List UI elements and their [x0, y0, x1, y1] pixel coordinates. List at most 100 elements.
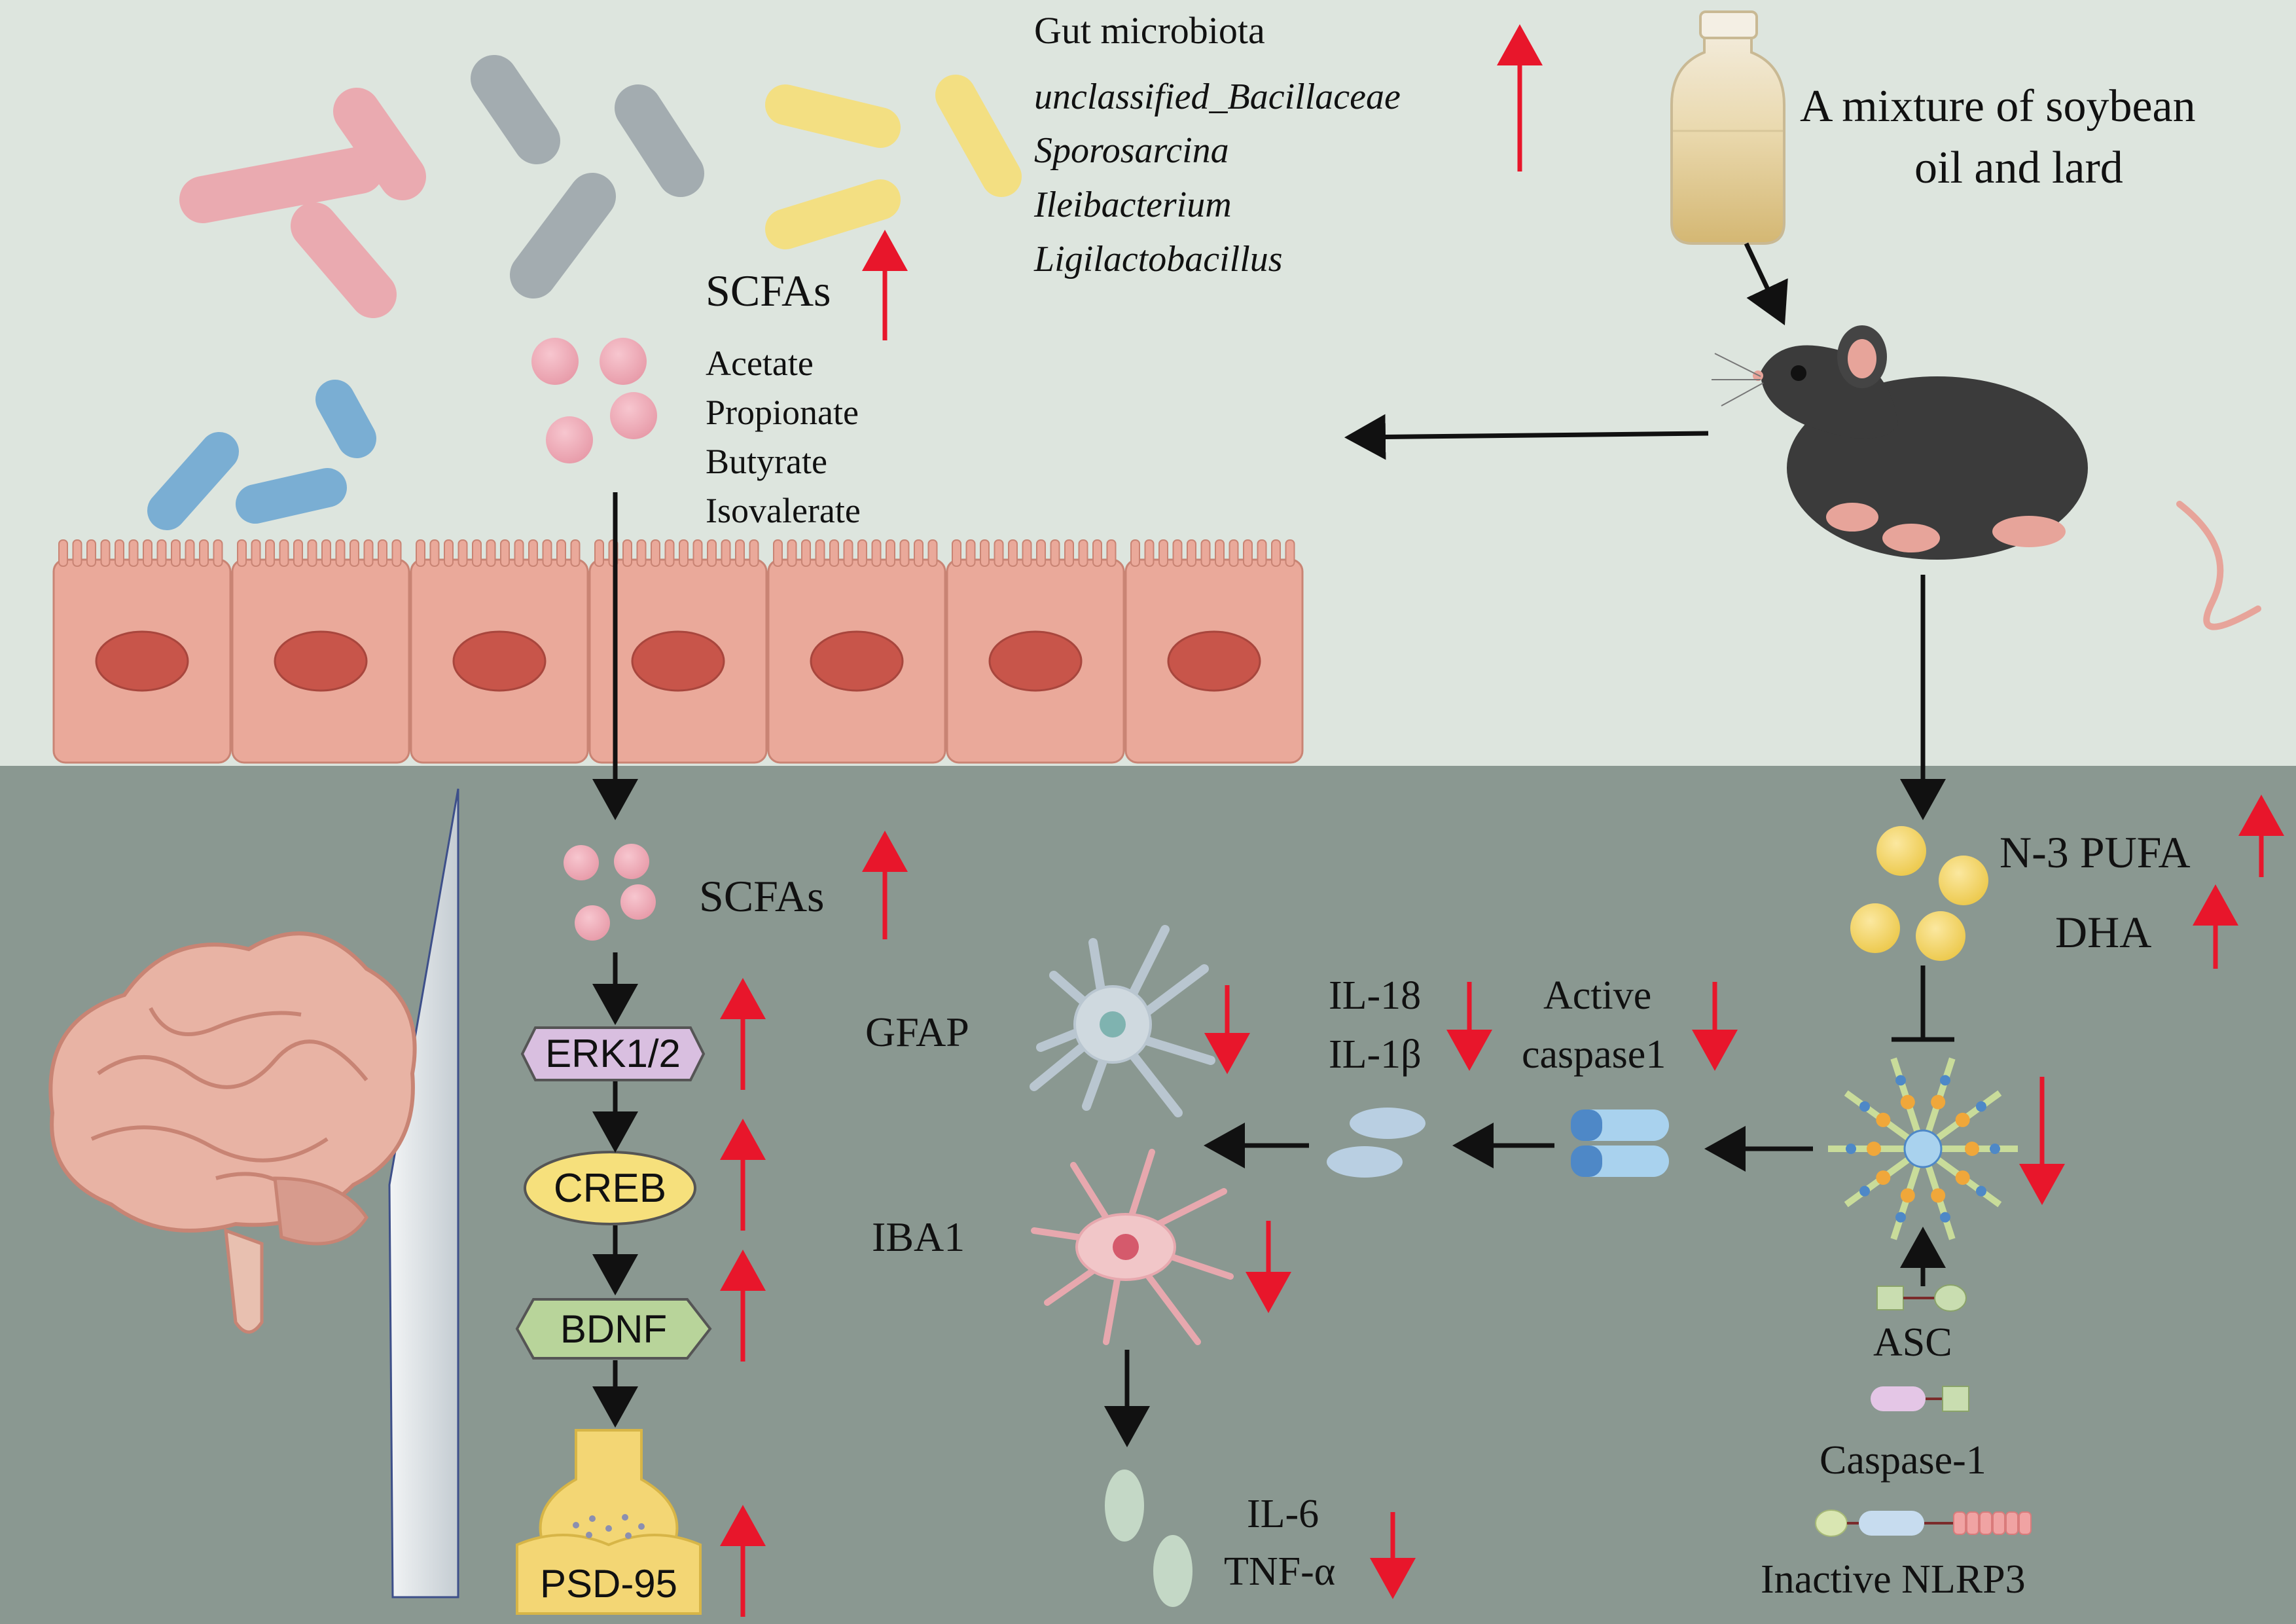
- microvillus: [664, 539, 675, 567]
- microvillus: [1285, 539, 1295, 567]
- asc-label: ASC: [1873, 1320, 1952, 1365]
- microvillus: [707, 539, 717, 567]
- microvillus: [952, 539, 961, 567]
- scfa-brain-label: SCFAs: [699, 871, 825, 921]
- microvillus: [1257, 539, 1267, 567]
- microvillus: [899, 539, 910, 567]
- il1b-particle: [1327, 1146, 1403, 1178]
- microvillus: [416, 539, 425, 567]
- arrow-oil-to-mouse: [1744, 242, 1788, 325]
- diet-label-line2: oil and lard: [1914, 143, 2123, 193]
- microvillus: [472, 539, 482, 567]
- nlrp3-inflammasome-icon: [1828, 1057, 2018, 1240]
- microvillus: [143, 539, 152, 567]
- inflammasome-dot: [1990, 1144, 2000, 1154]
- caspase1-component-icon: [1871, 1386, 1969, 1412]
- microvillus: [679, 539, 689, 567]
- microvillus: [199, 539, 209, 567]
- cell-nucleus: [631, 630, 725, 692]
- microvillus: [1172, 539, 1183, 567]
- microvillus: [528, 539, 538, 567]
- cell-nucleus: [810, 630, 904, 692]
- dha-label: DHA: [2055, 907, 2152, 957]
- microvillus: [622, 539, 632, 567]
- inflammasome-dot: [1859, 1101, 1871, 1112]
- microvillus: [265, 539, 275, 567]
- inflammasome-dot: [1846, 1144, 1856, 1154]
- cell-nucleus: [95, 630, 189, 692]
- scfa-item: Acetate: [706, 344, 814, 383]
- inflammasome-dot: [1859, 1185, 1871, 1197]
- cell-nucleus: [452, 630, 547, 692]
- microvillus: [1050, 539, 1060, 567]
- microvillus: [1064, 539, 1074, 567]
- inflammasome-dot: [1900, 1094, 1915, 1110]
- il18-particle: [1350, 1108, 1426, 1139]
- microvillus: [914, 539, 924, 567]
- il18-label: IL-18: [1329, 973, 1422, 1018]
- microvillus: [279, 539, 289, 567]
- microvillus: [156, 539, 167, 567]
- microvillus: [86, 539, 96, 567]
- microvillus: [444, 539, 454, 567]
- synapse-icon: [516, 1429, 702, 1615]
- microvillus: [1271, 539, 1281, 567]
- inflammasome-dot: [1931, 1188, 1946, 1203]
- microvillus: [115, 539, 124, 567]
- gfap-label: GFAP: [865, 1009, 969, 1055]
- microvillus: [1243, 539, 1253, 567]
- inactive-nlrp3-label: Inactive NLRP3: [1761, 1557, 2026, 1602]
- taxon-label: Ligilactobacillus: [1034, 239, 1283, 280]
- microvillus: [1158, 539, 1168, 567]
- microvillus: [829, 539, 839, 567]
- microvillus: [350, 539, 359, 567]
- microvillus: [556, 539, 566, 567]
- microvillus: [486, 539, 496, 567]
- il1b-label: IL-1β: [1329, 1032, 1422, 1077]
- microvillus: [335, 539, 346, 567]
- microvillus: [293, 539, 303, 567]
- scfa-gut-label: SCFAs: [706, 266, 831, 316]
- tnfa-particle: [1153, 1535, 1193, 1607]
- taxon-label: Ileibacterium: [1034, 185, 1232, 225]
- microvillus: [363, 539, 374, 567]
- inflammasome-dot: [1939, 1212, 1950, 1223]
- microvillus: [594, 539, 604, 567]
- scfa-particles-brain: [564, 844, 656, 941]
- microvillus: [1022, 539, 1032, 567]
- microvillus: [1187, 539, 1196, 567]
- microvillus: [378, 539, 387, 567]
- microvillus: [1008, 539, 1018, 567]
- microvillus: [500, 539, 510, 567]
- microvillus: [1144, 539, 1155, 567]
- microvillus: [965, 539, 976, 567]
- active-caspase-label-line1: Active: [1543, 973, 1652, 1018]
- scfa-item: Butyrate: [706, 442, 827, 481]
- microvillus: [171, 539, 181, 567]
- microvillus: [128, 539, 139, 567]
- iba1-label: IBA1: [872, 1214, 965, 1260]
- inflammasome-dot: [1965, 1142, 1979, 1156]
- microvillus: [773, 539, 783, 567]
- microvillus: [1130, 539, 1140, 567]
- erk-label: ERK1/2: [545, 1032, 681, 1075]
- oil-jar-icon: [1670, 10, 1785, 245]
- inflammasome-dot: [1895, 1075, 1907, 1086]
- taxon-label: unclassified_Bacillaceae: [1034, 77, 1401, 117]
- erk-node: [520, 1026, 706, 1081]
- microvillus: [636, 539, 647, 567]
- microvillus: [251, 539, 261, 567]
- microvillus: [429, 539, 440, 567]
- gut-microbiota-title: Gut microbiota: [1034, 9, 1265, 52]
- scfa-item: Isovalerate: [706, 491, 861, 530]
- inflammasome-dot: [1876, 1170, 1891, 1185]
- inflammasome-dot: [1955, 1112, 1970, 1127]
- creb-label: CREB: [553, 1166, 667, 1211]
- microvillus: [457, 539, 468, 567]
- microvillus: [857, 539, 867, 567]
- change-arrows: [720, 24, 2284, 1617]
- tnfa-label: TNF-α: [1224, 1549, 1336, 1594]
- il6-particle: [1105, 1470, 1144, 1542]
